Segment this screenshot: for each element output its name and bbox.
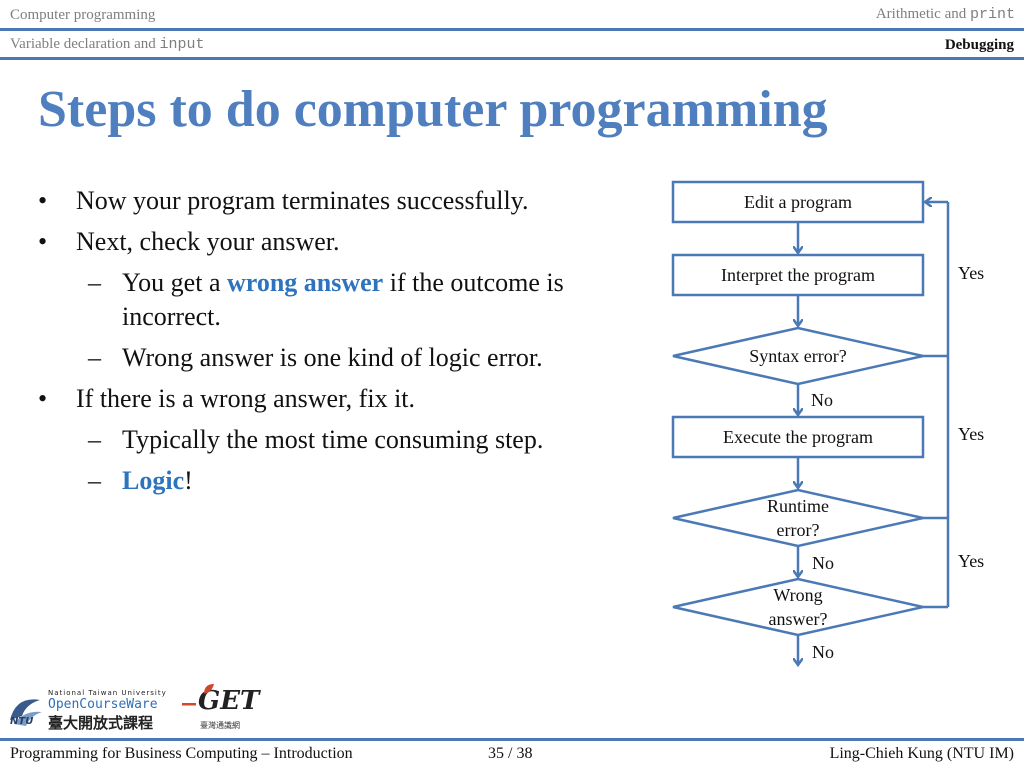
header-subsection-debugging[interactable]: Debugging [944,37,1014,53]
bullet-list: • Now your program terminates successful… [30,184,630,505]
syntax-error-label: Syntax error? [749,346,847,366]
bullet-item: • If there is a wrong answer, fix it. [30,382,630,416]
wrong-answer-label-line2: answer? [768,609,828,629]
interpret-program-label: Interpret the program [721,265,875,285]
wrong-answer-label-line1: Wrong [773,585,823,605]
debugging-flowchart: Edit a program Interpret the program Syn… [660,170,1024,680]
bullet-text: Next, check your answer. [76,227,340,256]
yes-label-wrong: Yes [958,551,985,571]
footer-author: Ling-Chieh Kung (NTU IM) [829,745,1014,762]
get-logo-leaf-icon [204,684,214,694]
header-subsection-row: Variable declaration and input Debugging [0,31,1024,58]
no-label-syntax: No [811,390,833,410]
no-label-wrong: No [812,642,834,662]
edit-program-label: Edit a program [744,192,852,212]
footer-rule [0,738,1024,741]
bullet-text: If there is a wrong answer, fix it. [76,384,416,413]
slide-title: Steps to do computer programming [38,81,828,138]
highlight-logic: Logic [122,466,185,495]
highlight-wrong-answer: wrong answer [226,268,384,297]
bullet-item: • Now your program terminates successful… [30,184,630,218]
sub-bullet-text: Typically the most time consuming step. [122,425,544,454]
sub-bullet-text: Wrong answer is one kind of logic error. [122,343,543,372]
interpret-program-box [671,253,925,297]
header-subsection-variable-label: Variable declaration and [10,36,160,52]
logo-divider-mark [182,703,196,706]
yes-label-syntax: Yes [958,263,985,283]
logo-area: NTU National Taiwan University OpenCours… [6,684,259,734]
sub-bullet-text: You get a wrong answer if the outcome is… [122,268,564,331]
no-label-runtime: No [812,553,834,573]
runtime-error-label-line1: Runtime [767,496,829,516]
sub-bullet-text-part: You get a [122,268,227,297]
sub-bullet-item: – Logic! [30,464,630,498]
sub-bullet-item: – You get a wrong answer if the outcome … [30,266,630,334]
header-rule-bottom [0,57,1024,60]
header-subsection-input-code: input [159,36,205,53]
get-logo-subtitle: 臺灣通識網 [200,721,240,730]
header-section-arithmetic-print[interactable]: Arithmetic and print [876,6,1015,23]
yes-label-runtime: Yes [958,424,985,444]
bullet-marker: • [38,384,48,413]
header-subsection-variable-input[interactable]: Variable declaration and input [10,36,205,53]
sub-bullet-marker: – [88,466,101,495]
sub-bullet-item: – Wrong answer is one kind of logic erro… [30,341,630,375]
bullet-marker: • [38,186,48,215]
header-rule-top [0,28,1024,31]
header-section-arithmetic-label: Arithmetic and [875,6,970,22]
footer-page-number: 35 / 38 [488,745,533,762]
sub-bullet-text-part: if the outcome is incorrect. [122,268,564,331]
flowchart-graphics [671,180,950,680]
header-section-row: Computer programming Arithmetic and prin… [0,0,1024,29]
ocw-university-line: National Taiwan University [48,689,167,697]
bullet-marker: • [38,227,48,256]
execute-program-label: Execute the program [723,427,873,447]
runtime-error-label-line2: error? [776,520,820,540]
sub-bullet-item: – Typically the most time consuming step… [30,423,630,457]
sub-bullet-text-part: ! [184,466,193,495]
bullet-item: • Next, check your answer. [30,225,630,259]
bullet-text: Now your program terminates successfully… [76,186,529,215]
sub-bullet-marker: – [88,268,101,297]
header-section-print-code: print [969,6,1015,23]
sub-bullet-marker: – [88,425,101,454]
ocw-chinese-wordmark: 臺大開放式課程 [48,714,154,732]
sub-bullet-marker: – [88,343,101,372]
header-section-computer-programming[interactable]: Computer programming [10,7,156,23]
footer-course-title: Programming for Business Computing – Int… [10,745,353,762]
ocw-wordmark: OpenCourseWare [48,697,158,712]
ntu-wordmark: NTU [10,716,34,727]
ntu-ocw-logo-icon [10,699,42,726]
sub-bullet-text: Logic! [122,466,193,495]
